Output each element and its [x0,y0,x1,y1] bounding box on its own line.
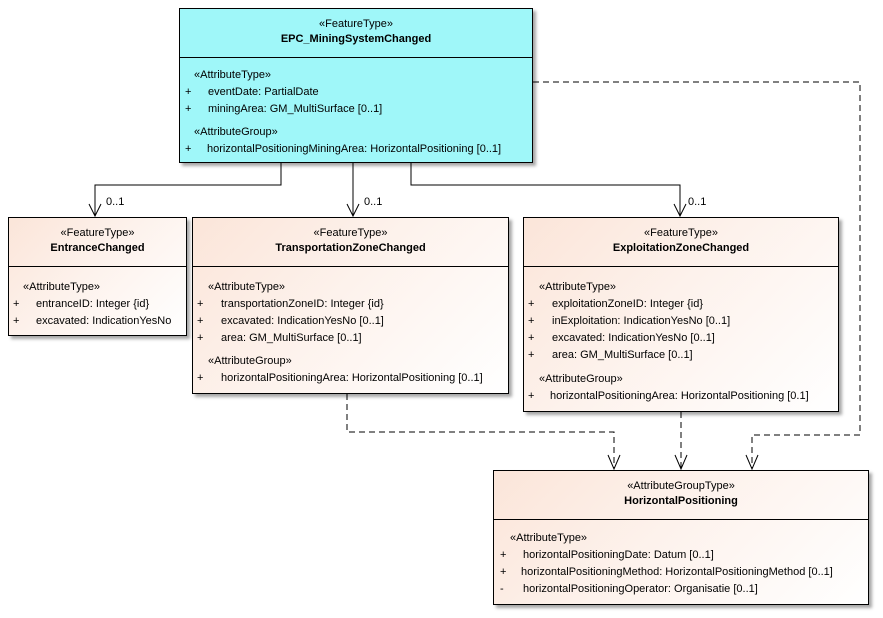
attribute-group-text: horizontalPositioningArea: HorizontalPos… [550,390,809,402]
class-header: «FeatureType» EPC_MiningSystemChanged [180,9,532,58]
attribute-section-header: «AttributeType» [194,69,272,81]
attribute-text: entranceID: Integer {id} [36,298,150,310]
attribute-section-header: «AttributeType» [23,281,101,293]
attribute-text: excavated: IndicationYesNo [0..1] [221,315,384,327]
class-name: EPC_MiningSystemChanged [280,33,432,45]
class-exploitation-zone-changed[interactable]: «FeatureType» ExploitationZoneChanged «A… [523,217,839,412]
visibility-marker: + [500,566,507,578]
association-to-transportation [346,163,360,218]
class-stereotype: «FeatureType» [644,227,718,239]
visibility-marker: + [197,298,204,310]
dependency-arrowhead [607,454,621,471]
visibility-marker: + [528,315,535,327]
class-entrance-changed[interactable]: «FeatureType» EntranceChanged «Attribute… [8,217,187,336]
visibility-marker: + [185,86,192,98]
attribute-section-header: «AttributeType» [539,281,617,293]
attribute-text: exploitationZoneID: Integer {id} [552,298,704,310]
attribute-text: transportationZoneID: Integer {id} [221,298,384,310]
attribute-group-section-header: «AttributeGroup» [208,355,292,367]
multiplicity-transportation: 0..1 [364,196,383,208]
class-stereotype: «FeatureType» [313,227,388,239]
dependency-epc-to-hp [533,81,861,469]
attribute-text: inExploitation: IndicationYesNo [0..1] [552,315,731,327]
attribute-section-header: «AttributeType» [208,281,286,293]
class-transportation-zone-changed[interactable]: «FeatureType» TransportationZoneChanged … [192,217,509,394]
attribute-text: area: GM_MultiSurface [0..1] [221,332,362,344]
attribute-group-section-header: «AttributeGroup» [194,126,278,138]
attribute-text: excavated: IndicationYesNo [0..1] [552,332,715,344]
attribute-text: horizontalPositioningOperator: Organisat… [523,583,758,595]
class-header: «FeatureType» ExploitationZoneChanged [524,218,838,267]
class-stereotype: «FeatureType» [60,227,135,239]
visibility-marker: + [197,315,204,327]
visibility-marker: + [528,390,535,402]
class-name: ExploitationZoneChanged [612,242,750,254]
attribute-text: horizontalPositioningDate: Datum [0..1] [523,549,714,561]
class-name: EntranceChanged [50,242,145,254]
visibility-marker: + [185,143,192,155]
dependency-arrowhead [745,454,759,471]
attribute-text: eventDate: PartialDate [208,86,319,98]
class-name: HorizontalPositioning [624,495,738,507]
attribute-group-section-header: «AttributeGroup» [539,373,623,385]
visibility-marker: + [528,298,535,310]
dependency-transportation-to-hp [346,394,615,469]
multiplicity-entrance: 0..1 [106,196,125,208]
attribute-text: horizontalPositioningMethod: HorizontalP… [521,566,833,578]
class-header: «AttributeGroupType» HorizontalPositioni… [494,471,868,520]
multiplicity-exploitation: 0..1 [688,196,707,208]
class-epc-mining-system-changed[interactable]: «FeatureType» EPC_MiningSystemChanged «A… [179,8,533,163]
visibility-marker: + [197,372,204,384]
visibility-marker: + [528,349,535,361]
association-to-entrance [88,163,282,218]
attribute-section-header: «AttributeType» [510,532,588,544]
class-stereotype: «FeatureType» [319,18,393,30]
attribute-group-text: horizontalPositioningMiningArea: Horizon… [207,143,502,155]
dependency-arrowhead [674,454,688,471]
class-horizontal-positioning[interactable]: «AttributeGroupType» HorizontalPositioni… [493,470,869,605]
class-name: TransportationZoneChanged [275,242,426,254]
class-stereotype: «AttributeGroupType» [627,480,735,492]
attribute-text: excavated: IndicationYesNo [36,315,172,327]
association-to-exploitation [410,163,687,218]
attribute-text: miningArea: GM_MultiSurface [0..1] [208,103,383,115]
visibility-marker: + [13,315,20,327]
visibility-marker: - [500,583,504,595]
visibility-marker: + [528,332,535,344]
visibility-marker: + [13,298,20,310]
attribute-group-text: horizontalPositioningArea: HorizontalPos… [221,372,483,384]
class-header: «FeatureType» EntranceChanged [9,218,186,267]
visibility-marker: + [197,332,204,344]
visibility-marker: + [500,549,507,561]
visibility-marker: + [185,103,192,115]
class-header: «FeatureType» TransportationZoneChanged [193,218,508,267]
attribute-text: area: GM_MultiSurface [0..1] [552,349,693,361]
